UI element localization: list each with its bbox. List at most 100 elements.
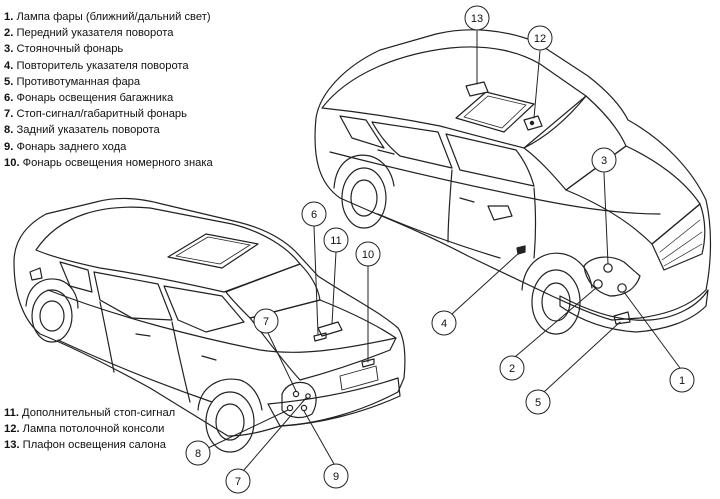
front-car-windshield — [523, 95, 627, 191]
legend-top: 1. Лампа фары (ближний/дальний свет) 2. … — [4, 9, 213, 171]
rear-car-plate-recess — [339, 365, 379, 391]
legend-text: Фонарь заднего хода — [16, 140, 127, 153]
front-car-side-window-front — [445, 133, 535, 187]
front-car-roof — [321, 46, 587, 149]
rear-car-rocker — [57, 339, 213, 403]
callout-7a-label: 7 — [263, 316, 269, 328]
callout-13 — [464, 5, 490, 31]
callout-9 — [323, 463, 349, 489]
legend-text: Дополнительный стоп-сигнал — [22, 407, 176, 419]
front-car-quarter-window — [339, 115, 385, 149]
rear-car-side-window-front — [93, 271, 173, 321]
legend-item-13: 13. Плафон освещения салона — [4, 437, 175, 453]
callout-7b-label: 7 — [235, 476, 241, 488]
legend-text: Передний указателя поворота — [16, 27, 174, 40]
rear-car-high-stop-light — [317, 321, 343, 337]
front-car-headlamp — [583, 256, 641, 297]
front-car-beltline — [329, 151, 661, 215]
leader-7a — [267, 332, 297, 392]
front-car-body-outline — [314, 29, 712, 321]
legend-num: 11. — [4, 407, 19, 419]
front-car-rear-arch — [333, 154, 395, 189]
front-car-front-hub — [541, 282, 571, 322]
callout-6 — [301, 201, 327, 227]
rear-lamp-bulb-7b — [305, 393, 311, 399]
front-car-fog-lamp — [613, 311, 631, 325]
callout-12 — [527, 25, 553, 51]
legend-item-11: 11. Дополнительный стоп-сигнал — [4, 405, 175, 421]
callout-3 — [591, 147, 617, 173]
callout-8 — [185, 440, 211, 466]
front-car-headlamp-bulb — [617, 283, 627, 293]
rear-car-plate-light — [361, 358, 375, 368]
rear-car-sunroof-inner — [175, 236, 251, 265]
front-car-door-line-1 — [447, 169, 453, 243]
legend-text: Противотуманная фара — [16, 75, 141, 88]
legend-text: Повторитель указателя поворота — [16, 59, 189, 72]
leader-12 — [533, 50, 541, 119]
front-car-side-window-rear — [371, 121, 453, 169]
rear-lamp-bulb-7 — [292, 390, 300, 398]
rear-car-front-arch — [25, 278, 79, 309]
legend-num: 13. — [4, 439, 20, 452]
callout-5-label: 5 — [535, 397, 541, 409]
front-car-sunroof-inner — [463, 95, 527, 129]
front-car — [314, 29, 712, 335]
rear-car-side-window-rear — [163, 285, 245, 333]
leader-6 — [313, 225, 319, 335]
legend-num: 6. — [4, 92, 14, 105]
legend-item-3: 3. Стояночный фонарь — [4, 41, 213, 57]
callout-2 — [499, 355, 525, 381]
legend-bottom: 11. Дополнительный стоп-сигнал 12. Лампа… — [4, 405, 175, 454]
front-car-side-repeater — [516, 245, 526, 255]
callout-9-label: 9 — [333, 471, 339, 483]
rear-car-rear-hub — [215, 403, 245, 441]
rear-car-front-hub — [39, 300, 65, 332]
rear-car-quarter-window — [59, 261, 93, 293]
rear-car-rear-window — [225, 263, 321, 319]
legend-text: Лампа потолочной консоли — [22, 423, 165, 436]
legend-text: Плафон освещения салона — [22, 439, 167, 452]
legend-num: 8. — [4, 124, 14, 137]
rear-car-rear-wheel — [205, 391, 255, 453]
legend-text: Фонарь освещения багажника — [16, 92, 174, 105]
front-car-front-arch — [521, 252, 593, 291]
front-car-sunroof — [455, 91, 535, 133]
leader-3 — [603, 172, 609, 265]
legend-item-2: 2. Передний указателя поворота — [4, 25, 213, 41]
front-car-grille-bars — [659, 219, 703, 267]
front-car-grille — [651, 203, 706, 271]
leader-4 — [451, 251, 521, 315]
rear-car — [13, 197, 406, 453]
front-car-mirror — [487, 205, 513, 221]
rear-car-body-outline — [13, 197, 406, 437]
front-car-rear-hub — [350, 179, 378, 217]
callout-8-label: 8 — [195, 448, 201, 460]
callout-13-label: 13 — [471, 13, 483, 25]
rear-car-rear-bumper — [267, 377, 401, 427]
callout-10 — [355, 241, 381, 267]
leader-5 — [543, 321, 621, 393]
legend-text: Задний указатель поворота — [16, 124, 160, 137]
callout-4-label: 4 — [441, 318, 447, 330]
rear-lamp-bulb-9 — [300, 404, 308, 412]
front-car-dome-light — [465, 81, 489, 97]
front-car-door-handle-2 — [459, 197, 475, 203]
callout-3-label: 3 — [601, 155, 607, 167]
legend-num: 2. — [4, 27, 14, 40]
legend-num: 9. — [4, 140, 14, 153]
legend-num: 10. — [4, 156, 20, 169]
legend-num: 3. — [4, 43, 14, 56]
front-car-door-handle-1 — [377, 149, 395, 155]
legend-item-4: 4. Повторитель указателя поворота — [4, 58, 213, 74]
callout-5 — [525, 389, 551, 415]
front-car-door-line-2 — [533, 187, 537, 259]
rear-car-beltline — [47, 289, 397, 353]
legend-text: Стоп-сигнал/габаритный фонарь — [16, 108, 187, 121]
legend-item-1: 1. Лампа фары (ближний/дальний свет) — [4, 9, 213, 25]
front-car-parking-bulb — [603, 263, 613, 273]
legend-text: Лампа фары (ближний/дальний свет) — [16, 11, 211, 23]
callout-4 — [431, 310, 457, 336]
callout-7b — [225, 468, 251, 494]
